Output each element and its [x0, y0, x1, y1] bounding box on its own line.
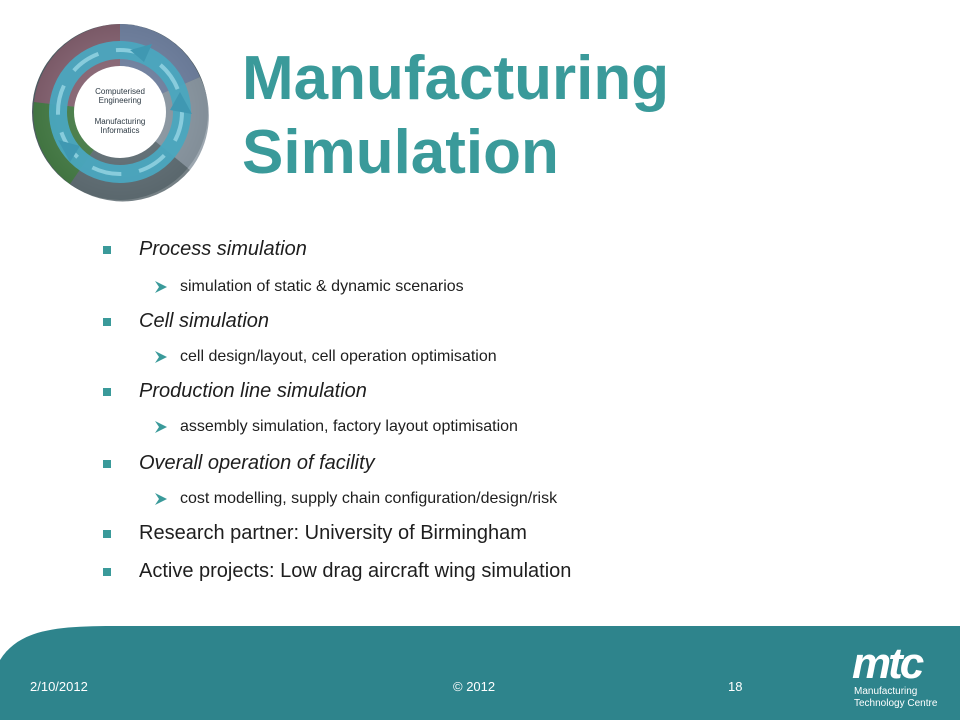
bullet-item: Process simulation [102, 238, 307, 261]
square-bullet-icon [103, 387, 111, 396]
sub-bullet-item: cost modelling, supply chain configurati… [154, 490, 557, 508]
logo-wordmark: mtc [852, 639, 924, 688]
bullet-text: Process simulation [139, 238, 307, 260]
emblem-center-top: Computerised [95, 87, 145, 96]
logo-subtitle: Manufacturing Technology Centre [854, 686, 937, 710]
logo-subtitle-line-1: Manufacturing [854, 686, 918, 697]
square-bullet-icon [103, 529, 111, 538]
arrow-bullet-icon [154, 280, 168, 294]
page-number: 18 [728, 679, 743, 694]
footer-band [0, 626, 960, 720]
manufacturing-cycle-emblem: Computerised Engineering Manufacturing I… [32, 24, 209, 202]
bullet-item: Overall operation of facility [102, 452, 375, 475]
logo-subtitle-line-2: Technology Centre [854, 698, 938, 709]
bullet-text: Research partner: University of Birmingh… [139, 522, 527, 544]
sub-bullet-text: cell design/layout, cell operation optim… [180, 348, 497, 365]
square-bullet-icon [103, 459, 111, 468]
arrow-bullet-icon [154, 420, 168, 434]
sub-bullet-item: simulation of static & dynamic scenarios [154, 278, 464, 296]
bullet-text: Cell simulation [139, 310, 270, 332]
sub-bullet-item: assembly simulation, factory layout opti… [154, 418, 518, 436]
emblem-center-bottom: Manufacturing [95, 117, 146, 126]
footer-date: 2/10/2012 [30, 679, 88, 694]
title-line-2: Simulation [242, 118, 559, 187]
mtc-logo: mtc Manufacturing Technology Centre [852, 642, 952, 714]
square-bullet-icon [103, 245, 111, 254]
bullet-text: Production line simulation [139, 380, 367, 402]
bullet-item: Cell simulation [102, 310, 269, 333]
arrow-bullet-icon [154, 492, 168, 506]
footer-copyright: © 2012 [453, 679, 496, 694]
arrow-bullet-icon [154, 350, 168, 364]
sub-bullet-text: cost modelling, supply chain configurati… [180, 490, 558, 507]
square-bullet-icon [103, 567, 111, 576]
bullet-text: Active projects: Low drag aircraft wing … [139, 560, 572, 582]
sub-bullet-item: cell design/layout, cell operation optim… [154, 348, 497, 366]
emblem-center-top2: Engineering [99, 96, 142, 105]
bullet-item: Research partner: University of Birmingh… [102, 522, 527, 545]
sub-bullet-text: simulation of static & dynamic scenarios [180, 278, 464, 295]
bullet-text: Overall operation of facility [139, 452, 375, 474]
sub-bullet-text: assembly simulation, factory layout opti… [180, 418, 518, 435]
emblem-center-bottom2: Informatics [100, 126, 139, 135]
bullet-item: Production line simulation [102, 380, 367, 403]
bullet-item: Active projects: Low drag aircraft wing … [102, 560, 571, 583]
title-line-1: Manufacturing [242, 44, 670, 113]
square-bullet-icon [103, 317, 111, 326]
slide-title: Manufacturing Simulation [242, 42, 862, 190]
